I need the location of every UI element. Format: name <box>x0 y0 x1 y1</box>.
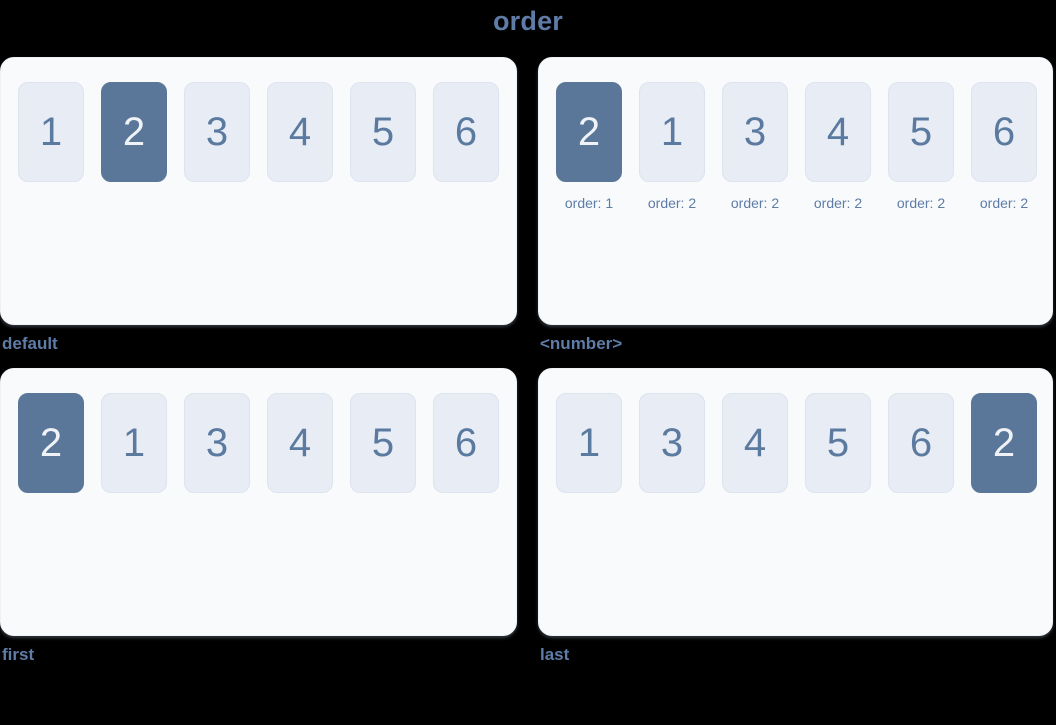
order-value-label: order: 2 <box>730 195 780 211</box>
flex-item: 5 <box>350 393 416 493</box>
item-column: 4 order: 2 <box>805 82 871 211</box>
items-row: 2 order: 1 1 order: 2 3 order: 2 4 order… <box>556 82 1037 211</box>
panel-caption-default: default <box>2 334 58 353</box>
flex-item: 6 <box>888 393 954 493</box>
flex-item: 1 <box>101 393 167 493</box>
flex-item: 4 <box>805 82 871 182</box>
page-title: order <box>492 6 564 36</box>
panel-caption-number: <number> <box>540 334 623 353</box>
items-row: 1 2 3 4 5 6 <box>18 82 501 182</box>
item-column: 5 order: 2 <box>888 82 954 211</box>
demo-cell-first: 2 1 3 4 5 6 first <box>0 368 517 679</box>
flex-item-highlighted: 2 <box>101 82 167 182</box>
order-value-label: order: 2 <box>647 195 697 211</box>
demo-panel-first: 2 1 3 4 5 6 <box>0 368 517 636</box>
flex-item: 5 <box>888 82 954 182</box>
flex-item: 5 <box>350 82 416 182</box>
panel-caption-last: last <box>540 645 570 664</box>
flex-item: 4 <box>722 393 788 493</box>
demo-cell-number: 2 order: 1 1 order: 2 3 order: 2 4 order… <box>538 57 1053 368</box>
demo-cell-default: 1 2 3 4 5 6 default <box>0 57 517 368</box>
flex-item-highlighted: 2 <box>18 393 84 493</box>
flex-item: 3 <box>722 82 788 182</box>
order-value-label: order: 1 <box>564 195 614 211</box>
flex-item: 3 <box>184 393 250 493</box>
item-column: 2 order: 1 <box>556 82 622 211</box>
flex-item: 1 <box>556 393 622 493</box>
demo-panel-last: 1 3 4 5 6 2 <box>538 368 1053 636</box>
flex-item-highlighted: 2 <box>556 82 622 182</box>
flex-item: 6 <box>971 82 1037 182</box>
flex-item-highlighted: 2 <box>971 393 1037 493</box>
item-column: 1 order: 2 <box>639 82 705 211</box>
demo-panel-number: 2 order: 1 1 order: 2 3 order: 2 4 order… <box>538 57 1053 325</box>
flex-item: 4 <box>267 393 333 493</box>
item-column: 6 order: 2 <box>971 82 1037 211</box>
items-row: 2 1 3 4 5 6 <box>18 393 501 493</box>
flex-item: 5 <box>805 393 871 493</box>
flex-item: 6 <box>433 393 499 493</box>
demo-panel-default: 1 2 3 4 5 6 <box>0 57 517 325</box>
panel-caption-first: first <box>2 645 35 664</box>
flex-item: 3 <box>184 82 250 182</box>
items-row: 1 3 4 5 6 2 <box>556 393 1037 493</box>
item-column: 3 order: 2 <box>722 82 788 211</box>
demo-grid: 1 2 3 4 5 6 default 2 order: 1 <box>0 57 1056 679</box>
page-root: order 1 2 3 4 5 6 default 2 <box>0 6 1056 679</box>
order-value-label: order: 2 <box>979 195 1029 211</box>
demo-cell-last: 1 3 4 5 6 2 last <box>538 368 1053 679</box>
flex-item: 1 <box>18 82 84 182</box>
flex-item: 6 <box>433 82 499 182</box>
order-value-label: order: 2 <box>896 195 946 211</box>
flex-item: 3 <box>639 393 705 493</box>
flex-item: 4 <box>267 82 333 182</box>
order-value-label: order: 2 <box>813 195 863 211</box>
flex-item: 1 <box>639 82 705 182</box>
